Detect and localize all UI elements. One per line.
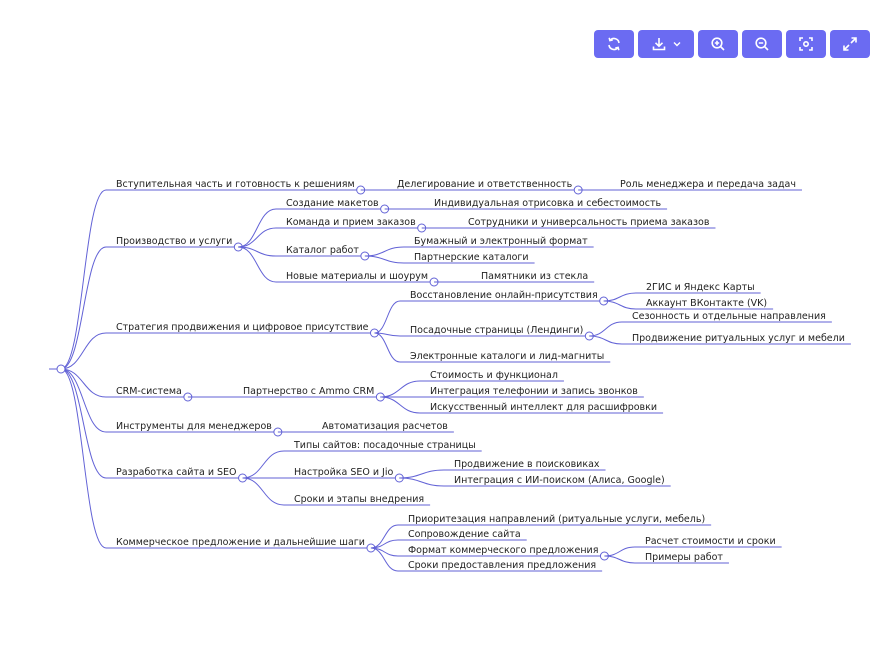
- child-leaf-edge: [603, 292, 637, 302]
- leaf-node-label: Продвижение ритуальных услуг и мебели: [632, 333, 845, 344]
- leaf-node-label: Аккаунт ВКонтакте (VK): [646, 298, 767, 309]
- leaf-node-label: Партнерские каталоги: [414, 252, 529, 263]
- root-branch-edge: [60, 368, 107, 398]
- child-leaf-edge: [364, 246, 405, 257]
- download-button[interactable]: [638, 30, 694, 58]
- child-node-label: Партнерство с Ammo CRM: [243, 386, 374, 397]
- child-node-label: Делегирование и ответственность: [397, 179, 573, 190]
- child-leaf-edge: [380, 380, 421, 398]
- child-node-label: Формат коммерческого предложения: [408, 545, 598, 556]
- child-leaf-edge: [380, 396, 421, 414]
- child-node-label: Автоматизация расчетов: [322, 421, 448, 432]
- branch-child-edge: [374, 300, 401, 334]
- leaf-node-label: Стоимость и функционал: [430, 370, 558, 381]
- child-leaf-edge: [604, 546, 636, 557]
- fullscreen-icon: [843, 37, 857, 51]
- child-node-label: Сопровождение сайта: [408, 529, 521, 540]
- leaf-node-label: Продвижение в поисковиках: [454, 459, 600, 470]
- leaf-node-label: Роль менеджера и передача задач: [620, 179, 796, 190]
- root-branch-edge: [60, 189, 107, 370]
- child-node-label: Сроки предоставления предложения: [408, 560, 596, 571]
- child-node-label: Типы сайтов: посадочные страницы: [293, 440, 476, 451]
- child-leaf-edge: [364, 255, 405, 264]
- child-leaf-edge: [589, 335, 623, 345]
- leaf-node-label: Бумажный и электронный формат: [414, 236, 588, 247]
- branch-node-label: Производство и услуги: [116, 236, 232, 247]
- child-node-label: Команда и прием заказов: [286, 217, 416, 228]
- child-node-label: Электронные каталоги и лид-магниты: [410, 351, 604, 362]
- leaf-node-label: Индивидуальная отрисовка и себестоимость: [434, 198, 661, 209]
- root-collapse-toggle[interactable]: [56, 364, 66, 374]
- child-node-label: Посадочные страницы (Лендинги): [410, 325, 583, 336]
- branch-node-label: CRM-система: [116, 386, 182, 397]
- branch-child-edge: [242, 477, 285, 506]
- leaf-node-label: Интеграция с ИИ-поиском (Алиса, Google): [454, 475, 665, 486]
- leaf-node-label: Сотрудники и универсальность приема зака…: [468, 217, 710, 228]
- leaf-node-label: Примеры работ: [645, 552, 723, 563]
- child-node-label: Настройка SEO и Jio: [294, 467, 393, 478]
- root-branch-edge: [60, 368, 107, 433]
- child-node-label: Создание макетов: [286, 198, 379, 209]
- branch-node-label: Коммерческое предложение и дальнейшие ша…: [116, 537, 365, 548]
- refresh-icon: [608, 37, 620, 51]
- leaf-node-label: Интеграция телефонии и запись звонков: [430, 386, 638, 397]
- child-leaf-edge: [399, 469, 445, 479]
- root-branch-edge: [60, 332, 107, 370]
- branch-node-label: Разработка сайта и SEO: [116, 467, 237, 478]
- root-branch-edge: [60, 368, 107, 549]
- branch-child-edge: [242, 450, 285, 479]
- branch-child-edge: [238, 246, 277, 283]
- branch-child-edge: [374, 332, 401, 363]
- branch-child-edge: [370, 547, 399, 572]
- zoom-out-button[interactable]: [742, 30, 782, 58]
- leaf-node-label: Сезонность и отдельные направления: [632, 311, 826, 322]
- child-leaf-edge: [589, 321, 623, 337]
- root-branch-edge: [60, 368, 107, 479]
- leaf-node-label: 2ГИС и Яндекс Карты: [646, 282, 755, 293]
- refresh-button[interactable]: [594, 30, 634, 58]
- root-branch-edge: [60, 246, 107, 370]
- child-leaf-edge: [603, 300, 637, 310]
- child-leaf-edge: [399, 477, 445, 487]
- child-node-label: Новые материалы и шоурум: [286, 271, 428, 282]
- zoom-in-button[interactable]: [698, 30, 738, 58]
- fullscreen-button[interactable]: [830, 30, 870, 58]
- child-node-label: Восстановление онлайн-присутствия: [410, 290, 598, 301]
- branch-node-label: Стратегия продвижения и цифровое присутс…: [116, 322, 369, 333]
- chevron-down-icon: [673, 42, 680, 47]
- branch-node-label: Инструменты для менеджеров: [116, 421, 272, 432]
- zoom-out-icon: [755, 37, 769, 51]
- fit-view-button[interactable]: [786, 30, 826, 58]
- child-node-label: Сроки и этапы внедрения: [294, 494, 424, 505]
- mindmap-toolbar: [594, 30, 870, 58]
- child-node-label: Приоритезация направлений (ритуальные ус…: [408, 514, 705, 525]
- leaf-node-label: Памятники из стекла: [481, 271, 588, 282]
- download-icon: [652, 38, 665, 51]
- leaf-node-label: Искусственный интеллект для расшифровки: [430, 402, 657, 413]
- branch-child-edge: [238, 227, 277, 248]
- child-node-label: Каталог работ: [286, 245, 359, 256]
- zoom-in-icon: [711, 37, 725, 51]
- branch-node-label: Вступительная часть и готовность к решен…: [116, 179, 355, 190]
- leaf-node-label: Расчет стоимости и сроки: [645, 536, 776, 547]
- branch-child-edge: [238, 208, 277, 248]
- child-leaf-edge: [604, 555, 636, 564]
- fit-view-icon: [799, 37, 813, 51]
